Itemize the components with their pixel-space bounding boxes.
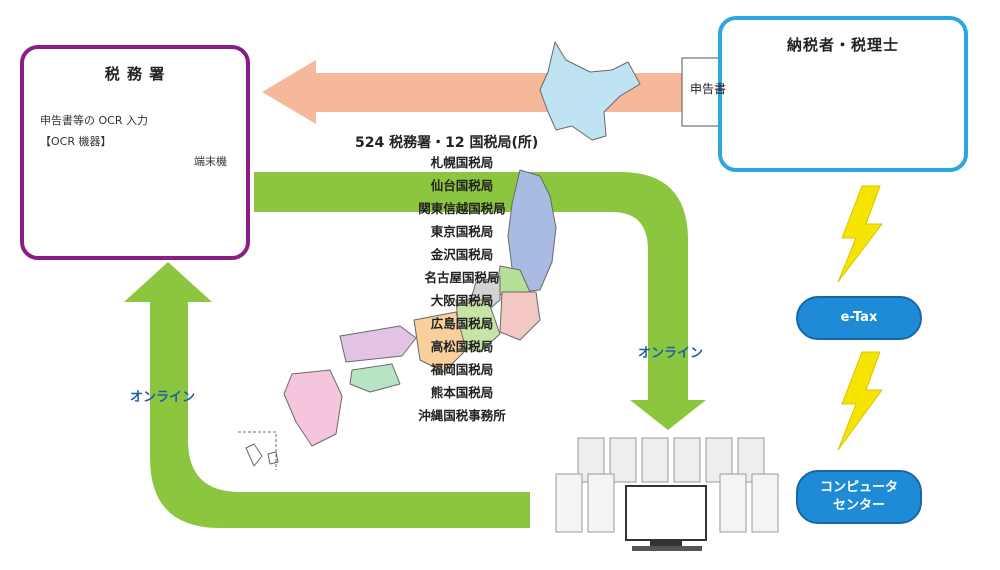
taxpayer-title: 納税者・税理士 (786, 36, 899, 54)
map-title: 524 税務署・12 国税局(所) (355, 135, 539, 151)
tohoku-region (507, 169, 557, 293)
kyushu-region (283, 369, 343, 447)
terminal-label: 端末機 (194, 155, 227, 168)
ocr-input-label: 申告書等の OCR 入力 (40, 114, 148, 127)
online-arrow-left (124, 262, 530, 528)
office-okinawa: 沖縄国税事務所 (418, 408, 506, 423)
tax-office-box: 税 務 署 申告書等の OCR 入力 【OCR 機器】 端末機 (20, 45, 250, 260)
etax-badge: e-Tax (796, 296, 922, 340)
office-kanto-shinetsu: 関東信越国税局 (418, 201, 506, 216)
office-takamatsu: 高松国税局 (430, 339, 494, 354)
tax-office-title: 税 務 署 (104, 65, 166, 83)
computer-center-line2: センター (832, 498, 885, 513)
etax-label: e-Tax (840, 310, 878, 326)
online-arrow-right (254, 172, 706, 430)
online-label-right: オンライン (638, 346, 704, 361)
okinawa-frame (238, 431, 277, 470)
kinki-region (413, 311, 467, 373)
office-sapporo: 札幌国税局 (430, 155, 494, 170)
okinawa-island-2 (267, 451, 279, 465)
taxpayer-box: 納税者・税理士 (718, 16, 968, 172)
server-cluster (555, 437, 779, 551)
japan-map (245, 41, 641, 467)
lightning-top (837, 185, 884, 283)
chugoku-region (339, 325, 417, 363)
office-kanazawa: 金沢国税局 (430, 247, 494, 262)
online-label-left: オンライン (130, 390, 196, 405)
office-fukuoka: 福岡国税局 (430, 362, 494, 377)
tokyo-region (499, 291, 541, 341)
office-hiroshima: 広島国税局 (430, 316, 494, 331)
office-tokyo: 東京国税局 (430, 224, 494, 239)
office-sendai: 仙台国税局 (430, 178, 494, 193)
computer-center-line1: コンピュータ (819, 480, 898, 496)
shikoku-region (349, 363, 401, 393)
office-kumamoto: 熊本国税局 (430, 385, 494, 400)
office-osaka: 大阪国税局 (430, 293, 494, 308)
okinawa-island (245, 443, 263, 467)
document-label: 申告書 (690, 82, 727, 96)
office-nagoya: 名古屋国税局 (424, 270, 500, 285)
ocr-equipment-label: 【OCR 機器】 (40, 135, 112, 148)
hokkaido-region (539, 41, 641, 141)
computer-center-badge: コンピュータ センター (796, 470, 922, 524)
lightning-bottom (837, 351, 883, 451)
